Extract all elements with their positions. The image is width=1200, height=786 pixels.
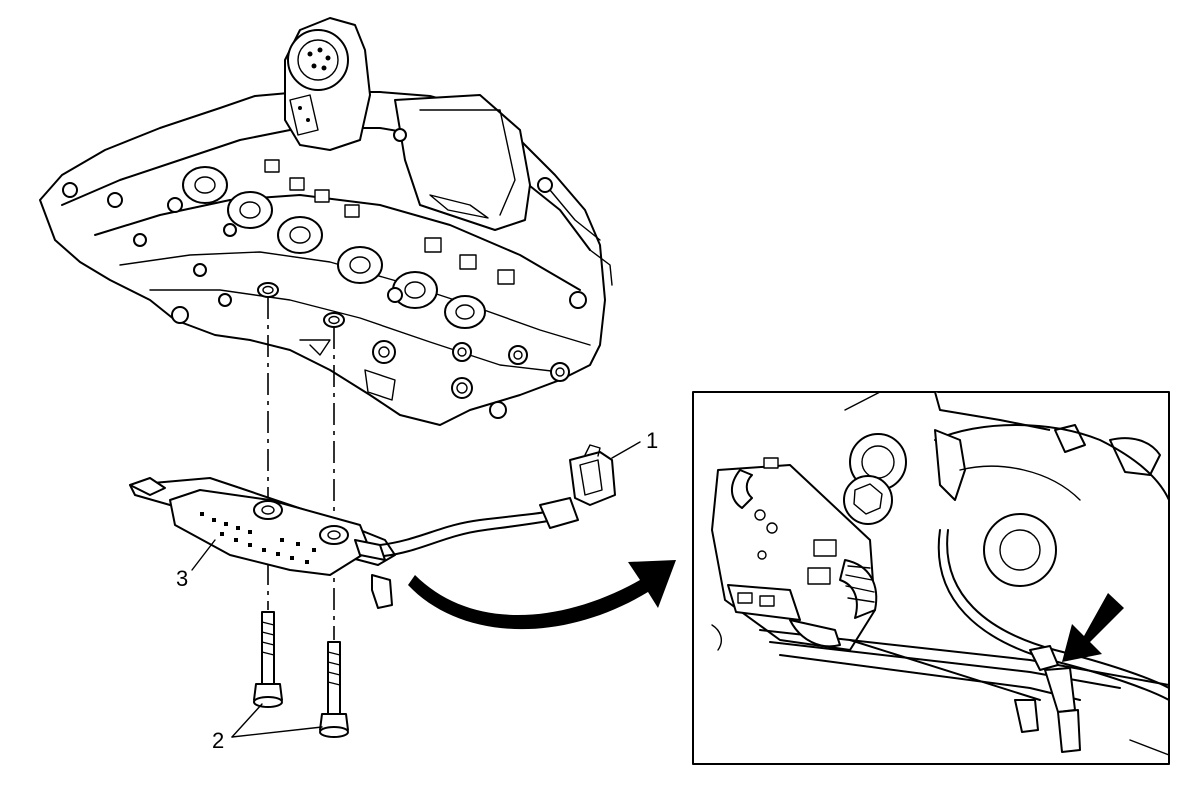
- terminal-blocks: [264, 159, 515, 285]
- callout-label-3: 3: [176, 566, 188, 591]
- callout-label-1: 1: [646, 428, 658, 453]
- round-connector: [284, 17, 371, 151]
- bolt-right: [319, 641, 349, 738]
- solenoid-row: [182, 166, 486, 329]
- wire-harness: [379, 497, 579, 557]
- valve-body-assembly: [39, 17, 613, 426]
- electrical-connector: [569, 444, 616, 506]
- bolt-left: [253, 611, 283, 708]
- detail-view: [692, 391, 1170, 765]
- bracket-perforations: [200, 512, 316, 564]
- callout-3: 3: [176, 539, 216, 591]
- callout-label-2: 2: [212, 728, 224, 753]
- body-fasteners: [62, 128, 587, 419]
- control-module-housing: [394, 94, 531, 231]
- detail-arrow-indicator: [1062, 593, 1124, 662]
- curved-arrow-to-detail: [408, 560, 676, 630]
- harness-bracket: [129, 477, 396, 609]
- callout-1: 1: [611, 428, 658, 459]
- callout-2: 2: [212, 703, 323, 753]
